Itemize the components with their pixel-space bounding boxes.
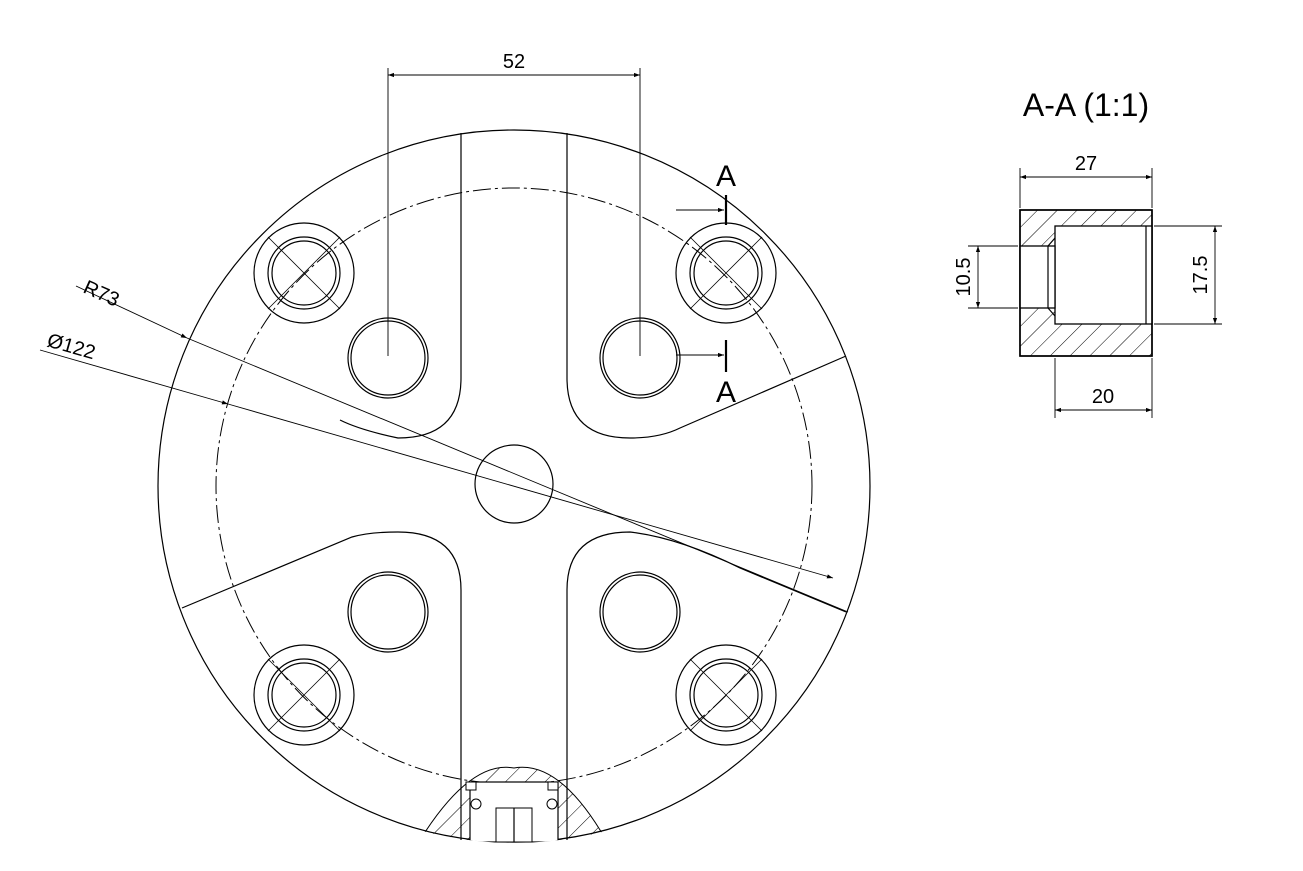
bolt-holes: [253, 222, 777, 746]
section-marker-top: A: [716, 160, 736, 193]
breakout-section: [419, 766, 607, 843]
center-hole: [474, 444, 554, 524]
dimension-20-label: 20: [1092, 386, 1114, 408]
plain-holes: [347, 317, 681, 653]
section-marker-bottom: A: [716, 376, 736, 409]
dimension-27-label: 27: [1075, 153, 1097, 175]
dimension-20: 20: [1054, 358, 1153, 418]
dimension-10-5: 10.5: [953, 245, 1018, 309]
dimension-r73: R73: [75, 276, 849, 613]
dimension-52-label: 52: [503, 51, 525, 73]
section-view: A-A (1:1) 27 20: [953, 87, 1222, 418]
section-line-a-a: A A: [676, 160, 736, 409]
main-view: 52 R73 Ø122 A A: [39, 51, 871, 843]
dimension-52: 52: [387, 51, 641, 356]
dimension-17-5: 17.5: [1154, 225, 1222, 325]
dimension-17-5-label: 17.5: [1190, 256, 1212, 295]
section-title: A-A (1:1): [1023, 87, 1149, 123]
dimension-27: 27: [1019, 153, 1153, 208]
dimension-r73-label: R73: [80, 276, 122, 311]
slot-contours: [181, 133, 847, 840]
dimension-10-5-label: 10.5: [953, 258, 975, 297]
